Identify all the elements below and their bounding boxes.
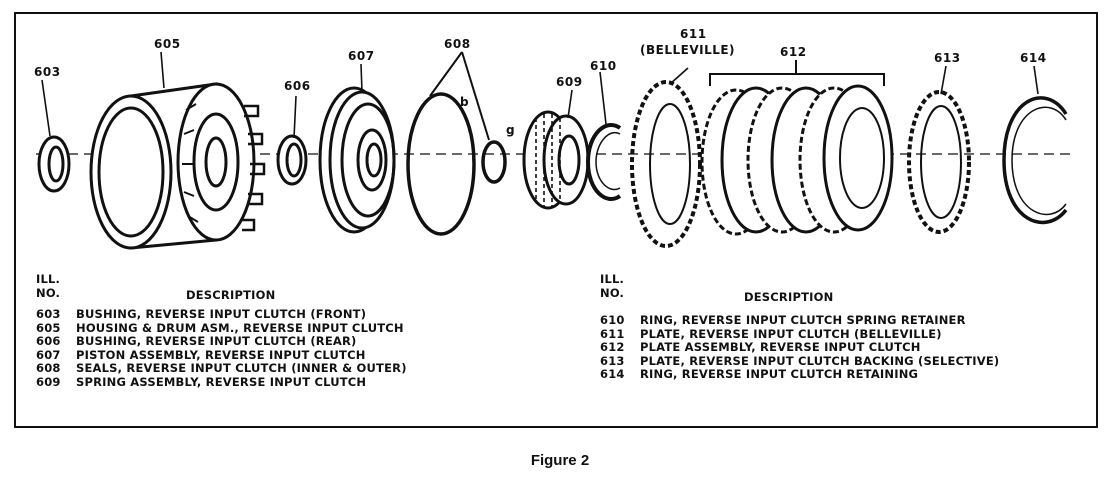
part-608-seals — [406, 51, 507, 236]
legend-item-number: 607 — [36, 347, 61, 362]
callout-603: 603 — [34, 65, 61, 79]
legend-item-number: 612 — [600, 340, 625, 355]
legend-right-rows: 610 RING, REVERSE INPUT CLUTCH SPRING RET… — [600, 313, 1000, 382]
callout-608-g: g — [506, 123, 516, 137]
part-605-housing-drum — [89, 82, 266, 250]
legend-row: 610 RING, REVERSE INPUT CLUTCH SPRING RET… — [600, 313, 999, 328]
legend-item-number: 603 — [36, 307, 61, 321]
legend-item-number: 614 — [600, 367, 625, 382]
part-606-rear-bushing — [276, 134, 308, 186]
callout-613: 613 — [934, 51, 961, 65]
legend-row: 609 SPRING ASSEMBLY, REVERSE INPUT CLUTCH — [36, 374, 407, 390]
legend-item-description: HOUSING & DRUM ASM., REVERSE INPUT CLUTC… — [76, 320, 404, 335]
callout-611: 611 — [680, 27, 707, 41]
callout-608: 608 — [444, 37, 471, 51]
legend-left-description-header: DESCRIPTION — [186, 288, 276, 302]
callout-614: 614 — [1020, 51, 1047, 65]
legend-row: 606 BUSHING, REVERSE INPUT CLUTCH (REAR) — [36, 334, 407, 349]
callout-610: 610 — [590, 59, 617, 73]
legend-item-description: SEALS, REVERSE INPUT CLUTCH (INNER & OUT… — [76, 361, 407, 376]
legend-row: 603 BUSHING, REVERSE INPUT CLUTCH (FRONT) — [36, 307, 407, 322]
legend-item-number: 610 — [600, 313, 625, 327]
legend-item-number: 609 — [36, 374, 61, 389]
legend-right-ill: ILL. — [600, 272, 625, 286]
callout-611-belleville: (BELLEVILLE) — [640, 43, 736, 57]
legend-left-ill: ILL. — [36, 272, 61, 286]
legend-item-description: SPRING ASSEMBLY, REVERSE INPUT CLUTCH — [76, 374, 367, 389]
legend-item-number: 613 — [600, 353, 625, 368]
callout-609: 609 — [556, 75, 583, 89]
legend-right-description-header: DESCRIPTION — [744, 290, 834, 304]
callout-608-b: b — [460, 95, 470, 109]
part-603-front-bushing — [37, 135, 71, 193]
legend-row: 605 HOUSING & DRUM ASM., REVERSE INPUT CL… — [36, 320, 407, 336]
legend-row: 613 PLATE, REVERSE INPUT CLUTCH BACKING (… — [600, 353, 1000, 369]
legend-row: 611 PLATE, REVERSE INPUT CLUTCH (BELLEVIL… — [600, 326, 999, 342]
legend-item-number: 611 — [600, 326, 625, 341]
legend-right-no: NO. — [600, 286, 625, 300]
legend-row: 612 PLATE ASSEMBLY, REVERSE INPUT CLUTCH — [600, 340, 999, 355]
callout-605: 605 — [154, 37, 181, 51]
legend-item-number: 605 — [36, 320, 61, 335]
legend-item-description: PLATE ASSEMBLY, REVERSE INPUT CLUTCH — [640, 340, 921, 355]
legend-item-number: 608 — [36, 361, 61, 376]
legend-row: 608 SEALS, REVERSE INPUT CLUTCH (INNER & … — [36, 362, 407, 376]
callout-606: 606 — [284, 79, 311, 93]
legend-left-rows: 603 BUSHING, REVERSE INPUT CLUTCH (FRONT)… — [36, 307, 407, 390]
exploded-view-drawing — [36, 51, 1076, 250]
legend-item-description: RING, REVERSE INPUT CLUTCH SPRING RETAIN… — [640, 313, 966, 327]
part-614-retaining-ring — [1002, 96, 1068, 225]
legend-item-description: PLATE, REVERSE INPUT CLUTCH (BELLEVILLE) — [640, 326, 942, 341]
legend-item-description: RING, REVERSE INPUT CLUTCH RETAINING — [640, 367, 919, 382]
part-613-backing-plate — [907, 90, 971, 234]
legend-row: 607 PISTON ASSEMBLY, REVERSE INPUT CLUTCH — [36, 347, 407, 363]
part-611-belleville-plate — [630, 80, 702, 248]
diagram-frame: 603 605 606 607 608 b g 609 610 611 (BEL… — [14, 12, 1098, 428]
callout-607: 607 — [348, 49, 375, 63]
part-612-plate-assembly — [700, 60, 894, 236]
callout-612: 612 — [780, 45, 807, 59]
legend-item-number: 606 — [36, 334, 61, 349]
part-607-piston — [318, 86, 396, 234]
part-609-spring-assembly — [522, 110, 590, 210]
legend-row: 614 RING, REVERSE INPUT CLUTCH RETAINING — [600, 368, 999, 382]
legend-item-description: PISTON ASSEMBLY, REVERSE INPUT CLUTCH — [76, 347, 366, 362]
legend-left-no: NO. — [36, 286, 61, 300]
legend-item-description: PLATE, REVERSE INPUT CLUTCH BACKING (SEL… — [640, 353, 1000, 368]
figure-caption: Figure 2 — [530, 452, 590, 469]
legend-item-description: BUSHING, REVERSE INPUT CLUTCH (REAR) — [76, 334, 357, 349]
legend-item-description: BUSHING, REVERSE INPUT CLUTCH (FRONT) — [76, 307, 367, 321]
part-610-spring-retainer-ring — [585, 123, 622, 201]
